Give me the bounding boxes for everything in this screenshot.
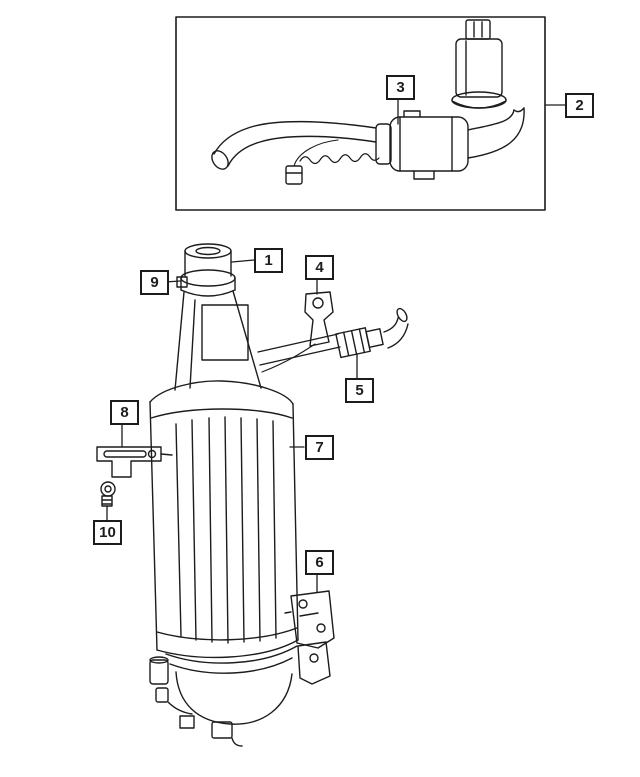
fastener-bolt xyxy=(100,481,116,507)
canister-body xyxy=(149,380,299,659)
callout-7[interactable]: 7 xyxy=(305,435,334,460)
return-hose xyxy=(467,107,525,159)
callout-9[interactable]: 9 xyxy=(140,270,169,295)
leak-detection-pump xyxy=(451,19,507,109)
callout-5[interactable]: 5 xyxy=(345,378,374,403)
lower-housing xyxy=(149,641,331,747)
canister-neck xyxy=(174,290,262,391)
wiring-harness xyxy=(285,139,380,185)
leader-lines xyxy=(106,99,566,593)
callout-2-label: 2 xyxy=(575,97,584,114)
inset-box xyxy=(175,16,546,211)
callout-1[interactable]: 1 xyxy=(254,248,283,273)
callout-4[interactable]: 4 xyxy=(305,255,334,280)
bracket-lower xyxy=(284,590,335,649)
callout-10-label: 10 xyxy=(99,524,116,541)
canister-filter-cap xyxy=(176,243,236,297)
pump-filter-body xyxy=(375,110,469,180)
bracket-left xyxy=(96,446,173,478)
callout-1-label: 1 xyxy=(264,252,273,269)
callout-6-label: 6 xyxy=(315,554,324,571)
callout-9-label: 9 xyxy=(150,274,159,291)
callout-8[interactable]: 8 xyxy=(110,400,139,425)
callout-10[interactable]: 10 xyxy=(93,520,122,545)
callout-8-label: 8 xyxy=(120,404,129,421)
callout-5-label: 5 xyxy=(355,382,364,399)
bracket-upper xyxy=(304,291,334,347)
callout-4-label: 4 xyxy=(315,259,324,276)
callout-2[interactable]: 2 xyxy=(565,93,594,118)
callout-7-label: 7 xyxy=(315,439,324,456)
callout-3[interactable]: 3 xyxy=(386,75,415,100)
callout-6[interactable]: 6 xyxy=(305,550,334,575)
vapor-hose xyxy=(257,307,409,373)
inlet-hose xyxy=(211,120,377,170)
callout-3-label: 3 xyxy=(396,79,405,96)
